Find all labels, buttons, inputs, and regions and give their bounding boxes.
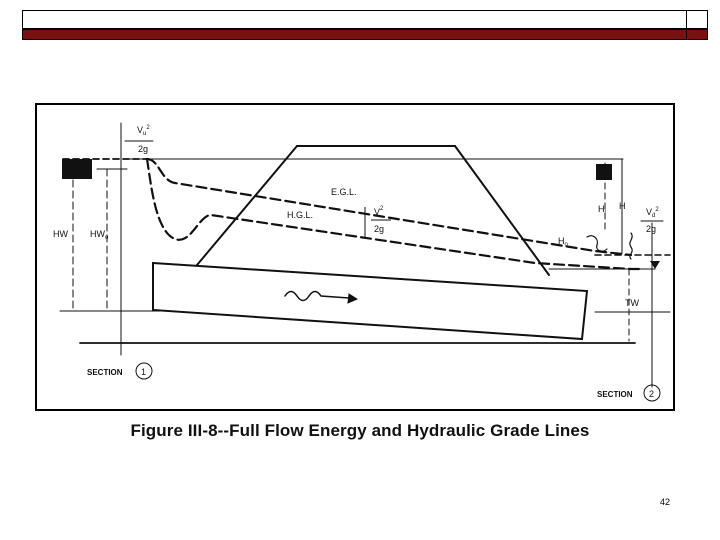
hl-label: Hl xyxy=(598,204,606,216)
tailwater-triangle xyxy=(650,261,660,269)
hwo-label: HWo xyxy=(90,229,109,241)
corner-box xyxy=(686,10,708,40)
hw-label: HW xyxy=(53,229,68,239)
page-number: 42 xyxy=(660,497,671,507)
ho-label: Ho xyxy=(558,236,569,248)
ho-curl xyxy=(586,235,608,252)
culvert-barrel xyxy=(152,261,589,341)
hgl-label: H.G.L. xyxy=(287,210,313,220)
section2-number: 2 xyxy=(649,389,654,399)
v-mid-bottom-label: 2g xyxy=(374,224,384,234)
embankment-right-slope xyxy=(454,145,550,276)
accent-band xyxy=(22,29,708,40)
section1-number: 1 xyxy=(141,367,146,377)
hgl-line xyxy=(145,157,642,271)
flow-arrow xyxy=(284,290,350,302)
flow-arrowhead xyxy=(347,293,359,304)
section2-circle xyxy=(643,384,661,402)
vd-bottom-label: 2g xyxy=(646,224,656,234)
tw-label: TW xyxy=(625,298,639,308)
title-band xyxy=(22,10,708,29)
v-mid-top-label: V2 xyxy=(374,206,384,217)
slide-title-bar xyxy=(22,10,708,40)
section2-label: SECTION xyxy=(597,390,633,399)
headwater-marker xyxy=(62,159,92,179)
tailwater-marker xyxy=(596,164,612,180)
vd-top-label: Vd2 xyxy=(646,207,659,219)
egl-label: E.G.L. xyxy=(331,187,357,197)
culvert-diagram: Vu2 2g E.G.L. H.G.L. V2 2g HW HWo Hl H H… xyxy=(53,122,671,402)
figure-frame xyxy=(35,103,675,411)
h-label: H xyxy=(619,201,626,211)
figure-caption: Figure III-8--Full Flow Energy and Hydra… xyxy=(130,421,590,440)
section1-circle xyxy=(135,362,153,380)
section1-label: SECTION xyxy=(87,368,123,377)
ho-squiggle xyxy=(629,232,633,260)
embankment-left-slope xyxy=(196,145,298,266)
vu-top-label: Vu2 xyxy=(137,125,150,137)
vu-bottom-label: 2g xyxy=(138,144,148,154)
egl-line xyxy=(145,157,633,257)
